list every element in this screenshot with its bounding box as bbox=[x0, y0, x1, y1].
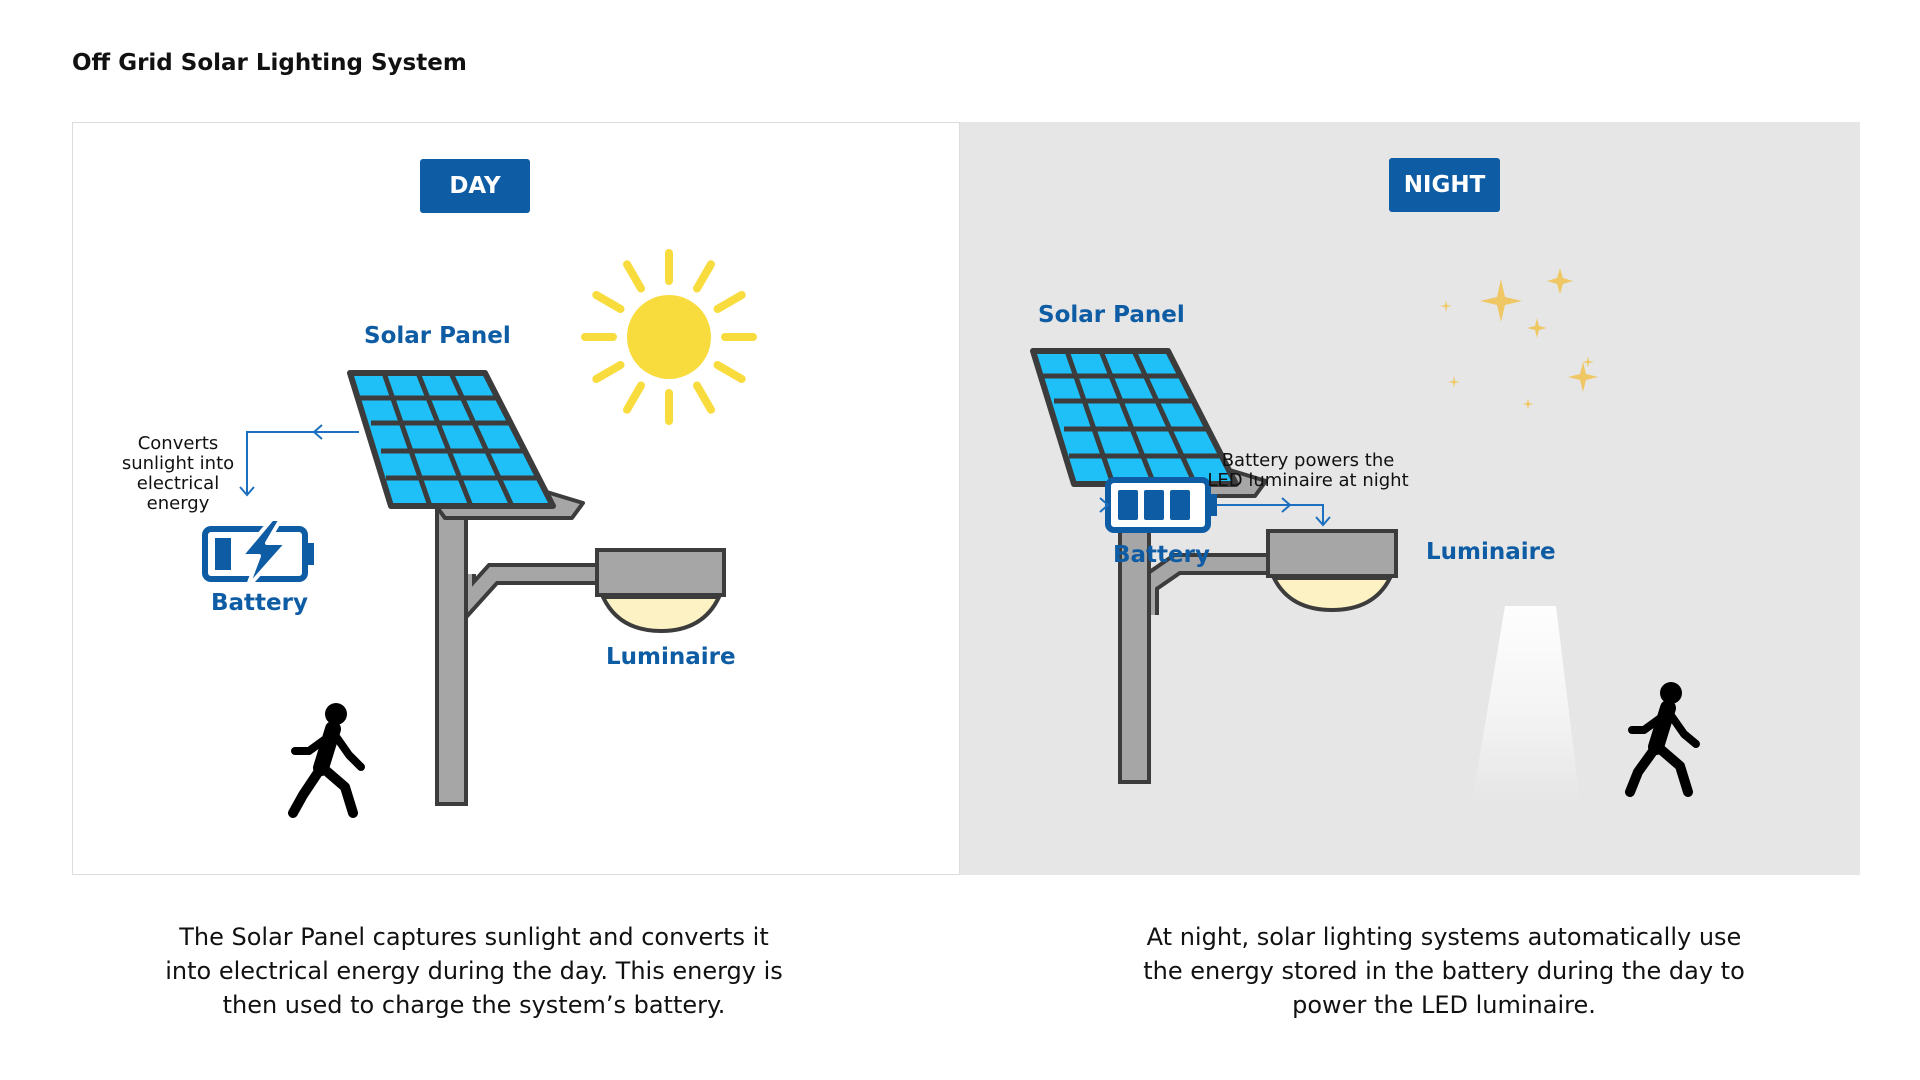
day-luminaire-label: Luminaire bbox=[606, 644, 736, 670]
day-note-line: Converts bbox=[137, 433, 219, 454]
battery-full-icon bbox=[1105, 477, 1217, 533]
caption-line: At night, solar lighting systems automat… bbox=[1146, 923, 1742, 951]
night-note-line: Battery powers the bbox=[1221, 450, 1395, 471]
pedestrian-icon bbox=[1625, 682, 1700, 797]
caption-line: the energy stored in the battery during … bbox=[1143, 957, 1745, 985]
energy-flow-arrow bbox=[1099, 497, 1331, 527]
caption-line: The Solar Panel captures sunlight and co… bbox=[179, 923, 769, 951]
day-note-line: sunlight into bbox=[121, 453, 235, 474]
night-energy-note: Battery powers the LED luminaire at nigh… bbox=[1188, 451, 1428, 491]
caption-line: into electrical energy during the day. T… bbox=[165, 957, 783, 985]
page-title: Off Grid Solar Lighting System bbox=[72, 50, 467, 76]
caption-line: then used to charge the system’s battery… bbox=[222, 991, 726, 1019]
day-note-line: energy bbox=[146, 493, 210, 514]
pedestrian-icon bbox=[288, 703, 365, 818]
night-note-line: LED luminaire at night bbox=[1207, 470, 1409, 491]
star-icon bbox=[1440, 268, 1598, 410]
day-badge: DAY bbox=[420, 159, 530, 213]
night-battery-label: Battery bbox=[1113, 542, 1210, 568]
energy-flow-arrow bbox=[239, 424, 359, 497]
day-note-line: electrical bbox=[136, 473, 220, 494]
day-battery-label: Battery bbox=[211, 590, 308, 616]
night-illustration bbox=[1030, 268, 1700, 802]
day-energy-note: Converts sunlight into electrical energy bbox=[103, 434, 253, 514]
street-light-icon bbox=[435, 485, 726, 806]
night-luminaire-label: Luminaire bbox=[1426, 539, 1556, 565]
day-panel: DAY bbox=[72, 122, 960, 875]
light-beam-icon bbox=[1472, 606, 1580, 802]
sun-icon bbox=[581, 249, 757, 425]
solar-panel-icon bbox=[347, 370, 585, 520]
day-solar-panel-label: Solar Panel bbox=[364, 323, 511, 349]
day-caption: The Solar Panel captures sunlight and co… bbox=[124, 920, 824, 1022]
night-badge: NIGHT bbox=[1389, 158, 1500, 212]
night-caption: At night, solar lighting systems automat… bbox=[1094, 920, 1794, 1022]
caption-line: power the LED luminaire. bbox=[1292, 991, 1596, 1019]
moon-icon bbox=[1448, 270, 1545, 383]
battery-charging-icon bbox=[202, 517, 314, 590]
night-solar-panel-label: Solar Panel bbox=[1038, 302, 1185, 328]
day-illustration bbox=[202, 249, 757, 818]
night-panel: NIGHT bbox=[960, 122, 1860, 875]
